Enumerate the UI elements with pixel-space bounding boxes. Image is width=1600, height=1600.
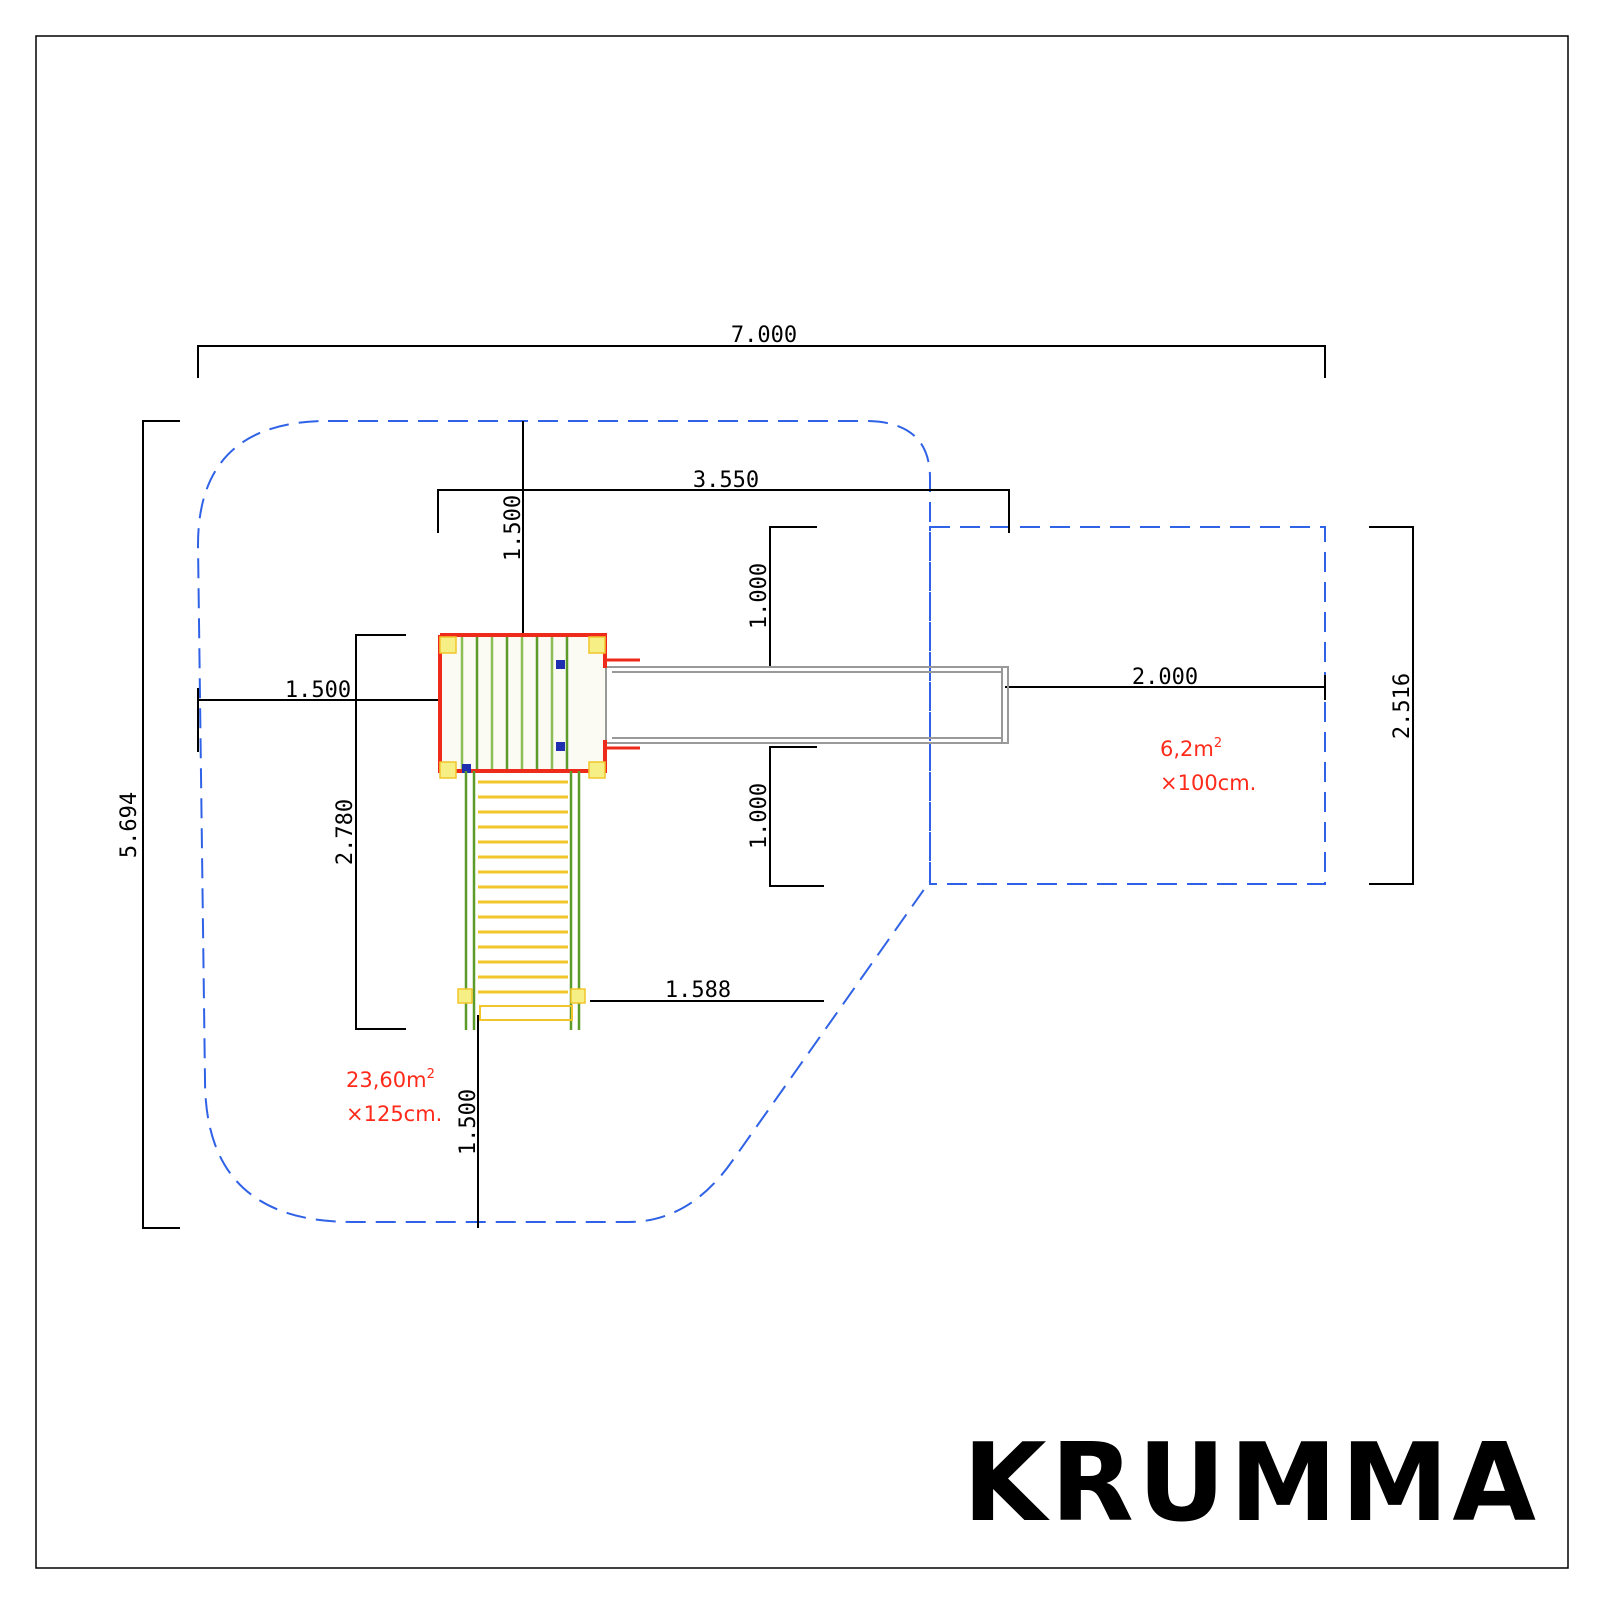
dim-line-slide-lower-side: [769, 746, 824, 887]
dimension-labels: 7.000 3.550 5.694 1.500 1.500 1.500 2.78…: [117, 323, 1415, 1155]
dim-line-overall-height: [142, 420, 180, 1229]
dim-slide-zone-height: 2.516: [1390, 673, 1415, 739]
dim-overall-height: 5.694: [117, 792, 142, 858]
dim-line-tower-to-slide: [437, 489, 1010, 533]
dim-left-clearance: 1.500: [285, 678, 351, 703]
main-safety-zone: [196, 420, 931, 1223]
ladder: [457, 771, 586, 1030]
dim-tower-depth: 2.780: [333, 799, 358, 865]
dim-line-overall-width: [197, 345, 1326, 378]
dim-ladder-side: 1.588: [665, 978, 731, 1003]
dim-slide-lower-side: 1.000: [747, 783, 772, 849]
brand-logo: KRUMMA: [963, 1421, 1540, 1546]
tower-platform: [438, 633, 640, 779]
main-zone-area: 23,60m2: [346, 1067, 435, 1092]
dimension-lines: [142, 345, 1414, 1229]
dim-line-slide-upper-side: [769, 526, 817, 668]
dim-top-clearance: 1.500: [501, 495, 526, 561]
slide-zone-area: 6,2m2: [1160, 736, 1222, 761]
dim-line-tower-depth: [355, 634, 406, 1030]
dim-line-slide-runout: [1005, 675, 1326, 700]
slide: [595, 662, 1009, 748]
safety-zones: [196, 420, 1326, 1223]
dim-bottom-clearance: 1.500: [456, 1089, 481, 1155]
slide-safety-zone: [929, 526, 1326, 885]
dim-tower-to-slide: 3.550: [693, 468, 759, 493]
dim-line-slide-zone-height: [1369, 526, 1414, 885]
slide-zone-height: ×100cm.: [1160, 771, 1256, 795]
area-annotations: 23,60m2 ×125cm. 6,2m2 ×100cm.: [346, 736, 1256, 1126]
dim-line-left-clearance: [197, 688, 438, 752]
drawing-border: [35, 35, 1569, 1569]
dim-slide-upper-side: 1.000: [747, 563, 772, 629]
dim-overall-width: 7.000: [731, 323, 797, 348]
main-zone-height: ×125cm.: [346, 1102, 442, 1126]
dim-slide-runout: 2.000: [1132, 665, 1198, 690]
